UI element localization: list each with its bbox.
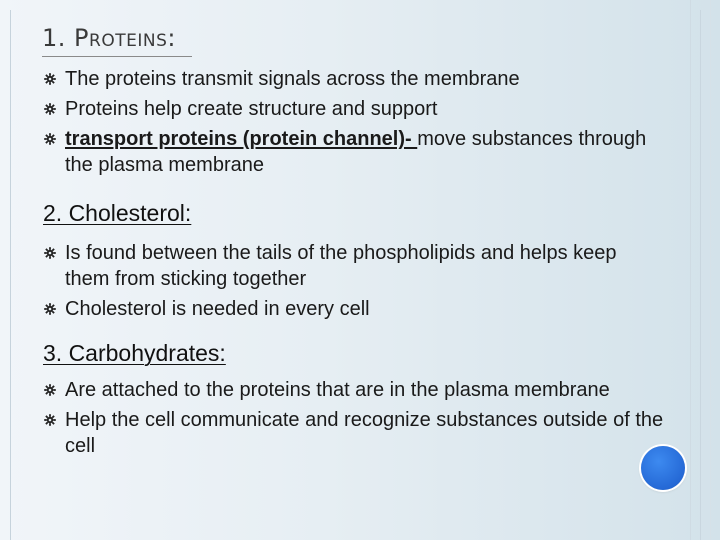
frame-line-right-edge (710, 0, 711, 540)
slide-title: 1. Proteins: (42, 24, 176, 52)
bullet-text: Help the cell communicate and recognize … (65, 409, 664, 457)
gear-icon (44, 103, 56, 115)
list-item: The proteins transmit signals across the… (44, 66, 664, 92)
frame-line-right-outer (690, 0, 691, 540)
carbohydrates-list: Are attached to the proteins that are in… (44, 377, 664, 468)
title-word: Proteins: (74, 24, 176, 52)
circle-icon (641, 446, 685, 490)
bullet-text: move substances through the plasma membr… (65, 128, 647, 176)
frame-line-right-inner (700, 10, 701, 540)
list-item: Are attached to the proteins that are in… (44, 377, 664, 403)
gear-icon (44, 133, 56, 145)
proteins-list: The proteins transmit signals across the… (44, 66, 664, 187)
cholesterol-list: Is found between the tails of the phosph… (44, 240, 664, 331)
list-item: Cholesterol is needed in every cell (44, 296, 664, 322)
bullet-text: Cholesterol is needed in every cell (65, 298, 370, 320)
frame-line-left (10, 10, 11, 540)
section-heading-text: 3. Carbohydrates: (43, 340, 226, 366)
section-heading-text: 2. Cholesterol: (43, 200, 192, 226)
gear-icon (44, 303, 56, 315)
section-heading-carbohydrates: 3. Carbohydrates: (43, 340, 226, 367)
title-underline (42, 56, 192, 57)
gear-icon (44, 384, 56, 396)
bullet-text: Is found between the tails of the phosph… (65, 242, 617, 290)
title-number: 1. (42, 24, 66, 52)
bullet-bold-text: transport proteins (protein channel)- (65, 128, 418, 150)
list-item: transport proteins (protein channel)- mo… (44, 126, 664, 178)
section-heading-cholesterol: 2. Cholesterol: (43, 200, 191, 227)
gear-icon (44, 414, 56, 426)
list-item: Help the cell communicate and recognize … (44, 407, 664, 459)
bullet-text: The proteins transmit signals across the… (65, 68, 520, 90)
gear-icon (44, 73, 56, 85)
bullet-text: Proteins help create structure and suppo… (65, 98, 438, 120)
list-item: Is found between the tails of the phosph… (44, 240, 664, 292)
gear-icon (44, 247, 56, 259)
list-item: Proteins help create structure and suppo… (44, 96, 664, 122)
bullet-text: Are attached to the proteins that are in… (65, 379, 610, 401)
